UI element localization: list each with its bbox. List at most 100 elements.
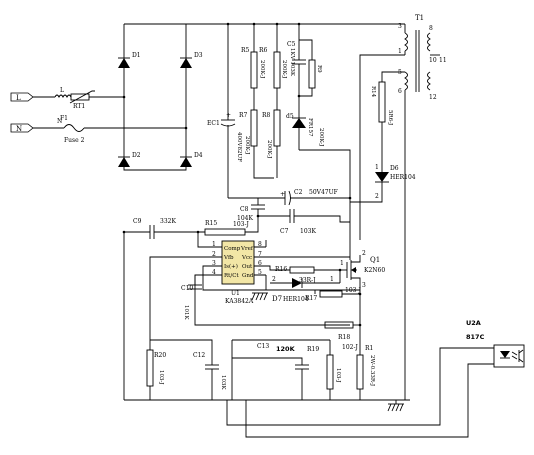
ic-pin2: 2: [212, 251, 216, 258]
ground-symbol: [387, 403, 404, 412]
c2-value: 50V47UF: [309, 189, 338, 196]
resistor-r14: [378, 81, 386, 123]
u2a-part: 817C: [466, 333, 485, 341]
r6-label: R6: [259, 47, 268, 54]
c9-value: 332K: [160, 218, 176, 225]
ic-pin4: 4: [212, 269, 216, 276]
r9-label: R9: [316, 65, 322, 73]
ic-pin-rtct: Rt/Ct: [224, 273, 239, 279]
terminal-neutral-tag: [10, 123, 34, 133]
ic-pin-out: Out: [242, 264, 253, 270]
capacitor-ec1: EC1 + 400V82UF: [207, 24, 242, 198]
capacitor-c7: C7 103K: [280, 209, 316, 235]
t1-pin1: 1: [398, 48, 402, 55]
diode-d2-label: D2: [132, 152, 141, 159]
diode-d1-label: D1: [132, 52, 141, 59]
diode-d5: d5 FR157: [286, 113, 313, 137]
ground-symbol: [251, 292, 268, 301]
fuse-value-label: Fuse 2: [64, 137, 85, 144]
ic-u1-body: [221, 240, 255, 285]
t1-secondary-winding-b: [427, 71, 431, 91]
r9-value: 200K-J: [318, 128, 324, 146]
d7-pin2: 2: [272, 276, 276, 283]
diode-d4-label: D4: [194, 152, 203, 159]
capacitor-c9: C9 332K: [133, 218, 176, 239]
r20-label: R20: [154, 352, 166, 359]
t1-pin3: 3: [398, 23, 402, 30]
ec1-label: EC1: [207, 120, 220, 127]
q1-label: Q1: [370, 256, 380, 264]
diode-d2: D2: [118, 152, 141, 167]
r16-value: 33R-J: [299, 277, 316, 284]
resistor-r8: [273, 109, 281, 147]
diode-d1: D1: [118, 52, 141, 68]
c2-label: C2: [294, 189, 303, 196]
ic-pin8: 8: [258, 241, 262, 248]
thermistor-rt1: [70, 93, 90, 101]
capacitor-c13: C13 120K: [257, 343, 309, 370]
ic-pin-gnd: Gnd: [242, 273, 254, 279]
t1-primary-winding-b: [404, 71, 408, 91]
r14-label: R14: [370, 86, 376, 98]
capacitor-c8: C8 104K: [237, 204, 265, 222]
r8-value: 200K-J: [266, 140, 272, 158]
d5-value: FR157: [307, 118, 313, 137]
c10-value: 101K: [183, 305, 189, 320]
c8-value: 104K: [237, 215, 253, 222]
r18-value: 102-J: [342, 344, 358, 351]
c5-value: 1KV 103K: [289, 48, 295, 77]
transformer-t1: T1 3 1 5 6 8 10 11 12: [398, 14, 447, 101]
ic-pin-vref: Vref: [240, 246, 254, 252]
resistor-r6: [273, 51, 281, 89]
d6-label: D6: [390, 165, 399, 172]
mosfet-q1: Q1 K2N60 1 2 3: [340, 250, 385, 300]
c13-label: C13: [257, 343, 269, 350]
thermistor-label: RT1: [73, 103, 85, 110]
diode-d3-label: D3: [194, 52, 203, 59]
u2a-body: [493, 344, 525, 368]
fuse-terminal-label: N: [57, 118, 62, 125]
u2a-label: U2A: [466, 319, 481, 327]
resistor-r5: [250, 51, 258, 89]
inductor-symbol: [54, 94, 72, 99]
t1-pin10: 10: [429, 57, 437, 64]
r17-value: 103-J: [345, 287, 361, 294]
r5-label: R5: [241, 47, 250, 54]
capacitor-c5: C5 1KV 103K: [287, 41, 306, 77]
r8-label: R8: [262, 112, 271, 119]
q1-pin3: 3: [362, 282, 366, 289]
ic-u1: 1 2 3 4 5 6 7 8 Comp Vfb Is(+) Rt/Ct Vre…: [210, 240, 266, 305]
r15-value: 103-J: [233, 221, 249, 228]
resistor-r9: [308, 59, 316, 89]
c13-value: 120K: [276, 345, 296, 353]
t1-pin11: 11: [439, 57, 447, 64]
r7-label: R7: [239, 112, 248, 119]
fuse-f1: [63, 124, 85, 132]
c7-value: 103K: [300, 228, 316, 235]
terminal-live-label: L: [16, 94, 21, 102]
resistor-r1: [356, 354, 364, 390]
d7-label: D7: [272, 295, 282, 303]
d7-value: HER104: [283, 296, 309, 303]
terminal-live-tag: [10, 92, 34, 102]
q1-value: K2N60: [364, 267, 385, 274]
t1-pin8: 8: [429, 25, 433, 32]
ic-pin-vcc: Vcc: [241, 255, 252, 261]
t1-secondary-winding-a: [427, 32, 431, 52]
ic-pin-comp: Comp: [224, 246, 241, 252]
input-terminal-neutral: N: [10, 123, 34, 133]
r20-value: 103-J: [158, 370, 164, 385]
fuse-ref-label: F1: [60, 115, 68, 122]
diode-d7: 2 1 D7 HER104: [270, 276, 340, 303]
ic-pin5: 5: [258, 269, 262, 276]
ic-u1-ref: U1: [231, 290, 240, 297]
d6-pin1: 1: [375, 164, 379, 171]
r17-label: R17: [305, 295, 317, 302]
ec1-value: 400V82UF: [236, 132, 242, 162]
ic-pin-isense: Is(+): [224, 263, 238, 270]
c12-value: 103K: [220, 375, 226, 390]
d5-label: d5: [286, 113, 294, 120]
r1-value: 2W-0.33R-J: [369, 355, 375, 386]
resistor-r16: [289, 266, 315, 274]
